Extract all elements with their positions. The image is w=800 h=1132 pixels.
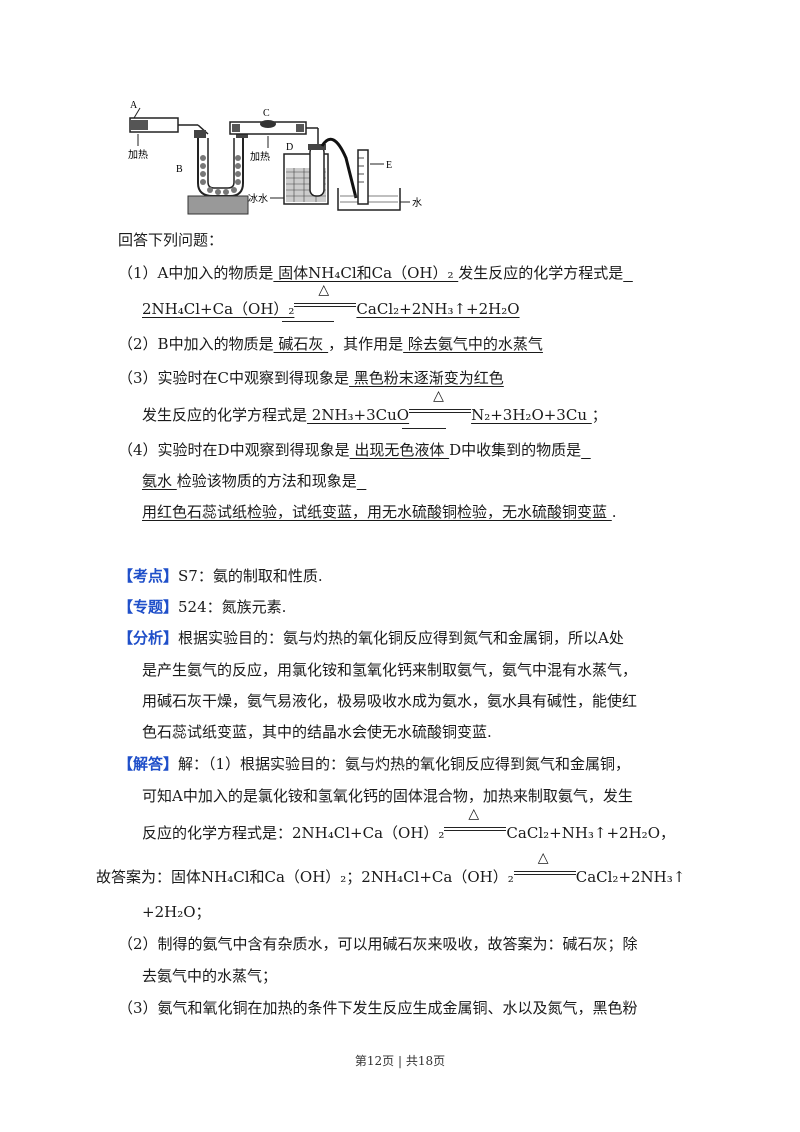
jieda-line-8: （3）氨气和氧化铜在加热的条件下发生反应生成金属铜、水以及氮气，黑色粉 <box>118 999 638 1017</box>
q2-answer1: 碱石灰 <box>273 335 329 353</box>
label-a: A <box>130 100 138 111</box>
q4-answer2: 氨水 <box>142 472 177 490</box>
q4-line: （4）实验时在D中观察到得现象是 出现无色液体 D中收集到的物质是 <box>118 440 591 460</box>
heating-condition-arrow: △ <box>294 282 357 314</box>
jieda-line-5: +2H₂O； <box>142 903 211 921</box>
q3-eq-prefix: 发生反应的化学方程式是 <box>142 406 308 424</box>
jieda-line4-right: CaCl₂+2NH₃↑ <box>575 868 686 886</box>
heat-label-1: 加热 <box>128 148 148 161</box>
q3-answer1: 黑色粉末逐渐变为红色 <box>349 369 504 387</box>
q2-mid: ，其作用是 <box>328 335 404 353</box>
jieda-line4-prefix: 故答案为：固体NH₄Cl和Ca（OH）₂；2NH₄Cl+Ca（OH）₂ <box>96 868 514 886</box>
q2-answer2: 除去氨气中的水蒸气 <box>403 335 543 353</box>
u-tube-b <box>194 130 248 197</box>
intro-text: 回答下列问题： <box>118 231 224 249</box>
kaodian-text: S7：氨的制取和性质. <box>178 567 323 585</box>
q3-eq-left: 2NH₃+3CuO <box>307 406 410 424</box>
jieda-line3-prefix: 反应的化学方程式是：2NH₄Cl+Ca（OH）₂ <box>142 824 445 842</box>
tube-c <box>229 120 319 158</box>
zhuanti-tag: 【专题】 <box>118 598 179 616</box>
heat-label-2: 加热 <box>250 150 270 163</box>
fenxi-line-2: 是产生氨气的反应，用氯化铵和氢氧化钙来制取氨气，氨气中混有水蒸气， <box>142 661 638 679</box>
jieda-text-1: 解：（1）根据实验目的：氨与灼热的氧化铜反应得到氮气和金属铜， <box>178 755 631 773</box>
ice-water-label: 冰水 <box>248 192 268 205</box>
zhuanti-text: 524：氮族元素. <box>178 598 287 616</box>
beaker-ice-water <box>283 144 329 205</box>
zhuanti-line: 【专题】524：氮族元素. <box>118 597 286 617</box>
q3-eq-end: ； <box>591 406 607 424</box>
water-label: 水 <box>412 197 422 209</box>
tube-a <box>129 107 209 135</box>
kaodian-line: 【考点】S7：氨的制取和性质. <box>118 566 323 586</box>
q4-mid: D中收集到的物质是 <box>449 441 582 459</box>
fenxi-tag: 【分析】 <box>118 629 179 647</box>
jieda-line-1: 【解答】解：（1）根据实验目的：氨与灼热的氧化铜反应得到氮气和金属铜， <box>118 754 630 774</box>
q1-prefix: （1）A中加入的物质是 <box>118 264 274 282</box>
q3-line: （3）实验时在C中观察到得现象是 黑色粉末逐渐变为红色 <box>118 368 504 388</box>
label-d: D <box>286 142 293 153</box>
fenxi-line-4: 色石蕊试纸变蓝，其中的结晶水会使无水硫酸铜变蓝. <box>142 723 492 741</box>
q4-mid2: 检验该物质的方法和现象是 <box>176 472 357 490</box>
apparatus-diagram: A 加热 B C 加热 D <box>128 100 422 215</box>
label-e: E <box>386 160 392 171</box>
q3-equation: 发生反应的化学方程式是 2NH₃+3CuO△N₂+3H₂O+3Cu ； <box>142 388 607 425</box>
fenxi-text-1: 根据实验目的：氨与灼热的氧化铜反应得到氮气和金属铜，所以A处 <box>178 629 624 647</box>
q4-line-2: 氨水 检验该物质的方法和现象是 <box>142 471 366 491</box>
jieda-line3-right: CaCl₂+NH₃↑+2H₂O， <box>506 824 675 842</box>
q1-line: （1）A中加入的物质是 固体NH₄Cl和Ca（OH）₂ 发生反应的化学方程式是 <box>118 263 633 283</box>
fenxi-line-3: 用碱石灰干燥，氨气易液化，极易吸收水成为氨水，氨水具有碱性，能使红 <box>142 692 638 710</box>
jieda-line-3: 反应的化学方程式是：2NH₄Cl+Ca（OH）₂△CaCl₂+NH₃↑+2H₂O… <box>142 806 675 843</box>
jieda-line-4: 故答案为：固体NH₄Cl和Ca（OH）₂；2NH₄Cl+Ca（OH）₂△CaCl… <box>96 850 686 887</box>
heating-condition-arrow: △ <box>409 388 472 420</box>
jieda-line-6: （2）制得的氨气中含有杂质水，可以用碱石灰来吸收，故答案为：碱石灰；除 <box>118 935 638 953</box>
q1-mid: 发生反应的化学方程式是 <box>458 264 624 282</box>
kaodian-tag: 【考点】 <box>118 567 179 585</box>
label-c: C <box>263 108 270 119</box>
q3-eq-right: N₂+3H₂O+3Cu <box>471 406 592 424</box>
q1-answer: 固体NH₄Cl和Ca（OH）₂ <box>273 264 459 282</box>
label-b: B <box>176 164 183 175</box>
q2-line: （2）B中加入的物质是 碱石灰 ，其作用是 除去氨气中的水蒸气 <box>118 334 543 354</box>
jieda-line-7: 去氨气中的水蒸气； <box>142 967 278 985</box>
page-footer: 第12页 | 共18页 <box>354 1054 446 1068</box>
q1-eq-left: 2NH₄Cl+Ca（OH）₂ <box>142 300 295 318</box>
heating-condition-arrow: △ <box>444 806 507 838</box>
fenxi-line-1: 【分析】根据实验目的：氨与灼热的氧化铜反应得到氮气和金属铜，所以A处 <box>118 628 624 648</box>
jieda-line-2: 可知A中加入的是氯化铵和氢氧化钙的固体混合物，加热来制取氨气，发生 <box>142 787 633 805</box>
q2-prefix: （2）B中加入的物质是 <box>118 335 274 353</box>
water-trough <box>337 149 401 211</box>
q4-answer3: 用红色石蕊试纸检验，试纸变蓝，用无水硫酸铜检验，无水硫酸铜变蓝 <box>142 503 612 521</box>
q1-equation: 2NH₄Cl+Ca（OH）₂△CaCl₂+2NH₃↑+2H₂O <box>142 282 520 319</box>
q4-prefix: （4）实验时在D中观察到得现象是 <box>118 441 350 459</box>
q1-eq-right: CaCl₂+2NH₃↑+2H₂O <box>356 300 520 318</box>
q3-prefix: （3）实验时在C中观察到得现象是 <box>118 369 350 387</box>
q4-end: . <box>611 503 617 521</box>
q4-line-3: 用红色石蕊试纸检验，试纸变蓝，用无水硫酸铜检验，无水硫酸铜变蓝 . <box>142 502 617 522</box>
q4-answer1: 出现无色液体 <box>349 441 450 459</box>
jieda-tag: 【解答】 <box>118 755 179 773</box>
heating-condition-arrow: △ <box>513 850 576 882</box>
